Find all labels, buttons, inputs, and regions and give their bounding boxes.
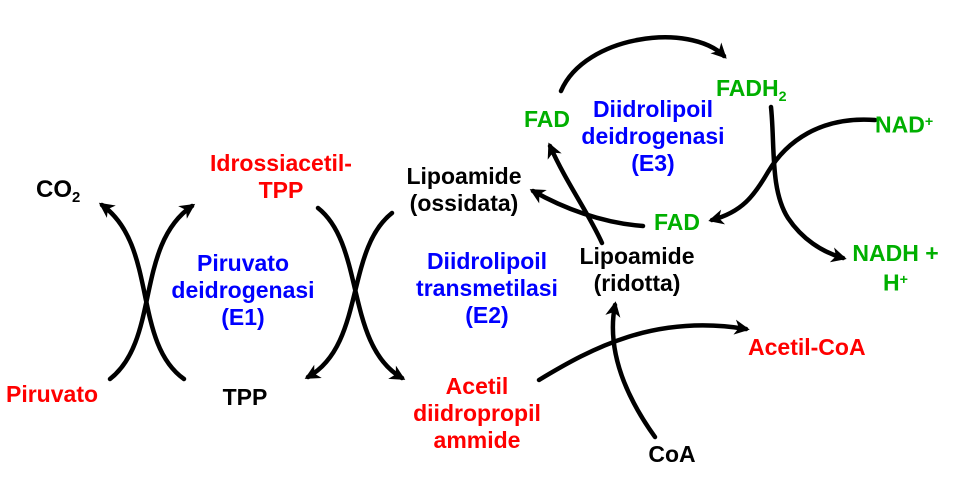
arrow-coa-to-lipoamide-ridotta (605, 301, 658, 440)
nadh-line2: H+ (843, 267, 948, 296)
label-lipoamide-ridotta: Lipoamide (ridotta) (567, 243, 707, 297)
arrow-piruvato-to-idrossiacetil-tpp (107, 203, 196, 382)
e1-line2: deidrogenasi (171, 277, 315, 303)
label-nadh-hplus: NADH + H+ (843, 240, 948, 296)
nadh-h-superscript: + (899, 272, 908, 288)
nadh-h-base: H (883, 269, 900, 296)
label-enzyme-e2: Diidrolipoil transmetilasi (E2) (397, 248, 577, 329)
label-enzyme-e3: Diidrolipoil deidrogenasi (E3) (563, 96, 743, 177)
e1-line3: (E1) (221, 304, 265, 330)
co2-base: CO (36, 176, 72, 203)
label-co2: CO2 (36, 176, 80, 212)
acetil-ammide-line3: ammide (433, 427, 521, 453)
lipoamide-ossidata-line2: (ossidata) (409, 190, 519, 216)
e2-line1: Diidrolipoil (426, 248, 548, 274)
fadh2-base: FADH (716, 75, 779, 101)
label-lipoamide-ossidata: Lipoamide (ossidata) (394, 163, 534, 217)
arrow-nad-to-fad (708, 117, 878, 225)
label-piruvato: Piruvato (6, 381, 99, 407)
nad-base: NAD (875, 111, 925, 138)
co2-subscript: 2 (72, 190, 81, 207)
arrow-fad-to-fadh2 (558, 35, 727, 94)
label-fadh2: FADH2 (716, 75, 787, 111)
label-nad-plus: NAD+ (875, 109, 933, 138)
label-fad-top: FAD (524, 106, 570, 132)
label-acetil-diidropropil-ammide: Acetil diidropropil ammide (392, 373, 562, 454)
acetil-ammide-line1: Acetil (445, 373, 509, 399)
e2-line2: transmetilasi (416, 275, 558, 301)
nad-superscript: + (924, 114, 934, 130)
nadh-line1: NADH + (852, 240, 939, 266)
arrow-fadh2-to-nadh (768, 104, 847, 263)
e3-line2: deidrogenasi (581, 123, 725, 149)
e2-line3: (E2) (465, 302, 509, 328)
idrossiacetil-line1: Idrossiacetil- (210, 150, 352, 176)
arrow-acetil-ammide-to-acetil-coa (536, 319, 750, 383)
lipoamide-ridotta-line1: Lipoamide (579, 243, 695, 269)
label-idrossiacetil-tpp: Idrossiacetil- TPP (181, 150, 381, 204)
label-tpp: TPP (222, 384, 268, 410)
arrow-tpp-to-co2 (98, 202, 187, 382)
label-enzyme-e1: Piruvato deidrogenasi (E1) (148, 250, 338, 331)
lipoamide-ossidata-line1: Lipoamide (406, 163, 522, 189)
fadh2-subscript: 2 (778, 88, 787, 105)
arrow-lipoamide-ridotta-to-fad (547, 142, 605, 246)
idrossiacetil-line2: TPP (258, 177, 304, 203)
e3-line3: (E3) (631, 150, 675, 176)
label-coa: CoA (648, 441, 696, 467)
lipoamide-ridotta-line2: (ridotta) (593, 270, 681, 296)
acetil-ammide-line2: diidropropil (413, 400, 541, 426)
label-acetil-coa: Acetil-CoA (748, 334, 866, 360)
arrow-lipoamide-ossidata-to-tpp (304, 210, 395, 380)
label-fad-bottom: FAD (654, 209, 700, 235)
e3-line1: Diidrolipoil (592, 96, 714, 122)
e1-line1: Piruvato (196, 250, 290, 276)
arrow-fad-to-lipoamide-ossidata (529, 188, 646, 229)
